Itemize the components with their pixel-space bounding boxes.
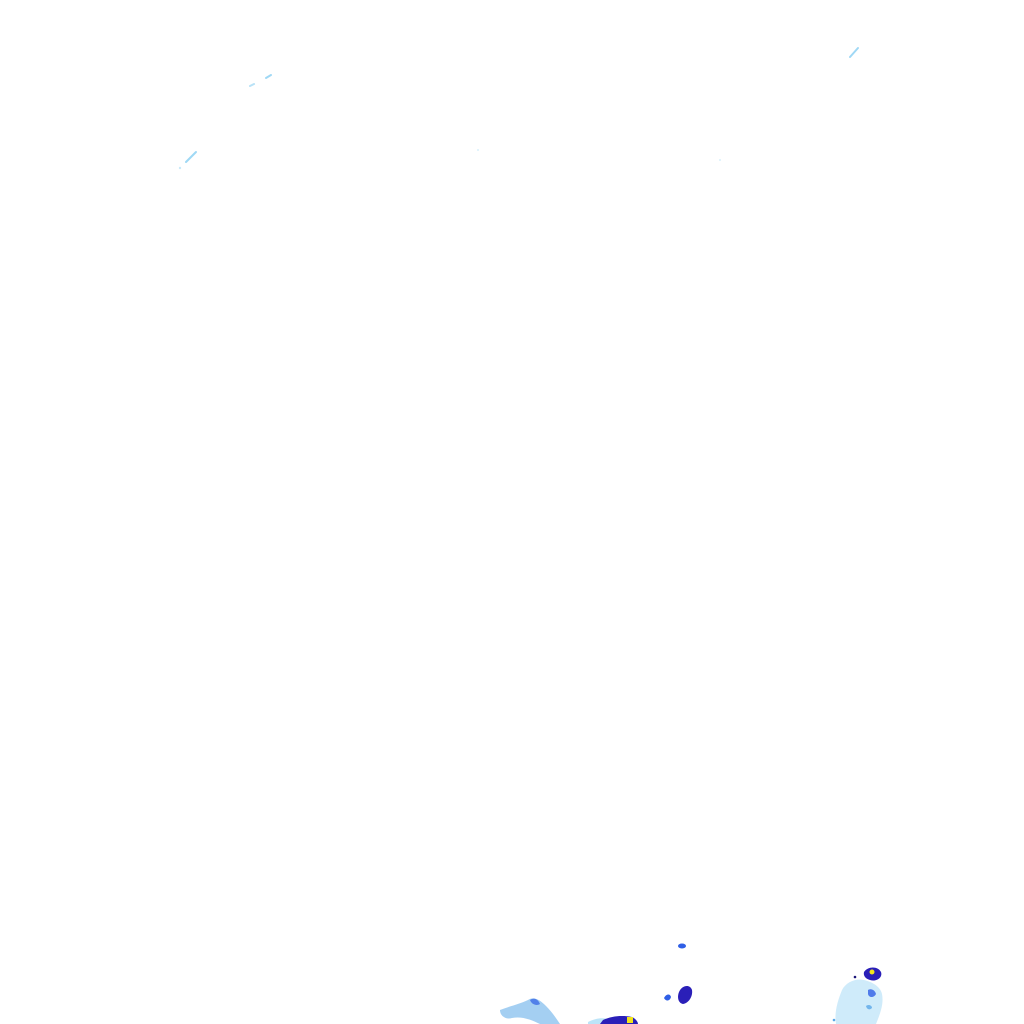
radar-peak xyxy=(869,969,875,975)
radar-cell xyxy=(530,998,540,1005)
radar-cell xyxy=(866,1004,872,1010)
radar-cell-cluster-left xyxy=(500,998,638,1024)
radar-streak xyxy=(185,151,197,163)
radar-speck xyxy=(178,166,182,170)
radar-speck xyxy=(832,1018,836,1022)
radar-cell xyxy=(868,989,876,997)
radar-streak xyxy=(265,74,272,79)
radar-speck xyxy=(719,159,721,161)
upper-streaks xyxy=(178,47,859,170)
radar-cell xyxy=(678,943,686,949)
radar-streak xyxy=(849,47,859,58)
radar-cell xyxy=(678,986,693,1004)
radar-cell-cluster-center xyxy=(664,943,693,1004)
radar-speck xyxy=(477,149,479,151)
radar-cell xyxy=(500,998,560,1024)
radar-peak xyxy=(627,1017,633,1023)
radar-cell xyxy=(835,979,883,1024)
radar-cell xyxy=(664,994,671,1001)
radar-speck xyxy=(853,975,857,979)
radar-streak xyxy=(249,83,255,87)
radar-cell-cluster-right xyxy=(832,967,883,1024)
